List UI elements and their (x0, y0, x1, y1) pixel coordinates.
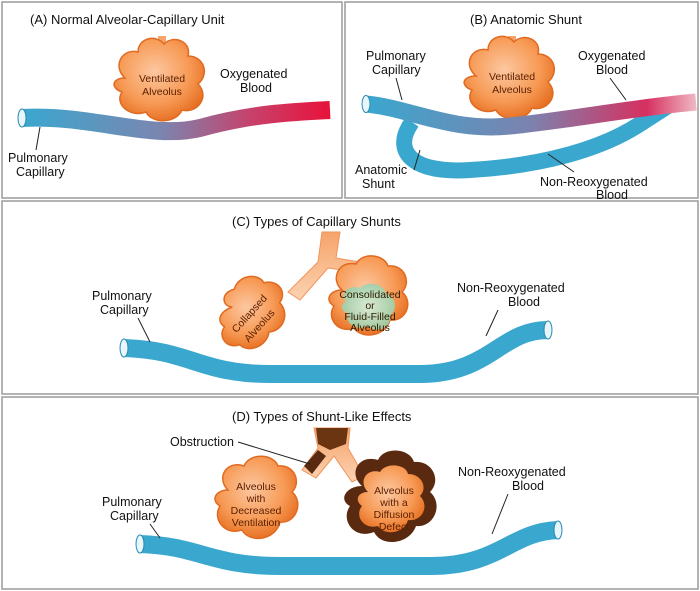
panel-b-anatomic-shunt-vessel (396, 99, 673, 179)
panel-d-obstruction-leader (237, 441, 311, 465)
panel-d-dec-label-2: with (246, 493, 266, 505)
panel-b-capillary-opening (361, 95, 371, 113)
panel-a-oxygenated-label-1: Oxygenated (220, 67, 287, 81)
panel-d-border (1, 396, 699, 590)
panel-a-oxygenated-label-2: Blood (240, 81, 272, 95)
panel-d-diff-label-2: with a (379, 497, 408, 509)
panel-d-airway-top-dark (316, 428, 348, 450)
panel-c-consol-label-2: or (365, 300, 375, 312)
panel-d-capillary-opening (135, 534, 145, 554)
panel-d-dec-label-3: Decreased (231, 505, 282, 517)
panel-b-title: (B) Anatomic Shunt (470, 12, 582, 27)
panel-d-diff-label-1: Alveolus (374, 485, 414, 497)
panel-b-oxygenated-leader (609, 77, 627, 101)
panel-b-nonreoxy-label-2: Blood (596, 188, 628, 202)
panel-b: (B) Anatomic Shunt Ventilated Alveolus P… (355, 12, 697, 202)
panel-c-fluid-fill (341, 283, 395, 330)
panel-d-airway (301, 427, 365, 483)
panel-c-capillary-opening (119, 338, 129, 358)
panel-a-capillary-label-1: Pulmonary (8, 151, 68, 165)
panel-a-capillary (21, 101, 331, 141)
panel-a-title: (A) Normal Alveolar-Capillary Unit (30, 12, 225, 27)
panel-a-capillary-leader (35, 126, 41, 151)
panel-b-border (344, 1, 699, 199)
panel-d-capillary-leader (149, 523, 161, 539)
panel-d-capillary-label-1: Pulmonary (102, 495, 162, 509)
panel-b-shunt-leader (413, 149, 421, 171)
panel-a: (A) Normal Alveolar-Capillary Unit Venti… (8, 12, 331, 179)
panel-c-capillary-label-2: Capillary (100, 303, 149, 317)
panel-a-alveolus-label-2: Alveolus (142, 86, 182, 98)
panel-b-oxygenated-label-1: Oxygenated (578, 49, 645, 63)
panel-d-capillary-label-2: Capillary (110, 509, 159, 523)
panel-d-decreased-ventilation-alveolus (214, 455, 299, 540)
panel-d-nonreoxy-label-2: Blood (512, 479, 544, 493)
panel-a-capillary-opening (17, 108, 27, 128)
panel-b-alveolus-label-2: Alveolus (492, 84, 532, 96)
panel-b-shunt-label-2: Shunt (362, 177, 395, 191)
panel-c: (C) Types of Capillary Shunts Collapsed … (92, 214, 565, 383)
panel-c-capillary-exit (543, 320, 553, 340)
panel-d-dec-label-4: Ventilation (232, 517, 281, 529)
panel-b-oxygenated-label-2: Blood (596, 63, 628, 77)
panel-b-capillary-label-1: Pulmonary (366, 49, 426, 63)
panel-a-border (1, 1, 343, 199)
panel-d-nonreoxy-leader (491, 493, 509, 535)
panel-d-diffusion-defect-alveolus (357, 465, 425, 533)
panel-c-border (1, 200, 699, 395)
panel-b-capillary-leader (395, 77, 403, 101)
panel-b-capillary (365, 93, 697, 136)
panel-d-obstruction-label: Obstruction (170, 435, 234, 449)
panel-b-nonreoxy-leader (547, 153, 575, 173)
panel-c-nonreoxy-leader (485, 309, 499, 337)
panel-d-dec-label-1: Alveolus (236, 481, 276, 493)
panel-c-consol-label-3: Fluid-Filled (344, 311, 396, 323)
panel-c-capillary-label-1: Pulmonary (92, 289, 152, 303)
panel-b-shunt-label-1: Anatomic (355, 163, 407, 177)
panel-c-nonreoxy-label-2: Blood (508, 295, 540, 309)
panel-d-title: (D) Types of Shunt-Like Effects (232, 409, 412, 424)
panel-d-capillary (139, 521, 559, 575)
panel-c-consol-label-1: Consolidated (339, 289, 400, 301)
panel-c-title: (C) Types of Capillary Shunts (232, 214, 401, 229)
panel-b-alveolus-label-1: Ventilated (489, 71, 535, 83)
panel-a-alveolus-label-1: Ventilated (139, 73, 185, 85)
panel-b-capillary-label-2: Capillary (372, 63, 421, 77)
panel-d-obstruction-plug (304, 450, 326, 474)
panel-d-diff-label-3: Diffusion (374, 509, 415, 521)
panel-c-capillary (123, 321, 549, 383)
panel-c-collapsed-alveolus (219, 275, 286, 350)
panel-b-nonreoxy-label-1: Non-Reoxygenated (540, 175, 648, 189)
panel-d-nonreoxy-label-1: Non-Reoxygenated (458, 465, 566, 479)
panel-d: (D) Types of Shunt-Like Effects Obstruct… (102, 409, 566, 575)
panel-a-capillary-label-2: Capillary (16, 165, 65, 179)
panel-a-alveolus (113, 37, 206, 122)
panel-c-nonreoxy-label-1: Non-Reoxygenated (457, 281, 565, 295)
panel-d-diff-label-4: Defect (379, 521, 409, 533)
panel-c-consol-label-4: Alveolus (350, 322, 390, 334)
panel-b-alveolus (463, 35, 556, 120)
panel-d-capillary-exit (553, 520, 563, 540)
panel-c-capillary-leader (137, 317, 151, 343)
